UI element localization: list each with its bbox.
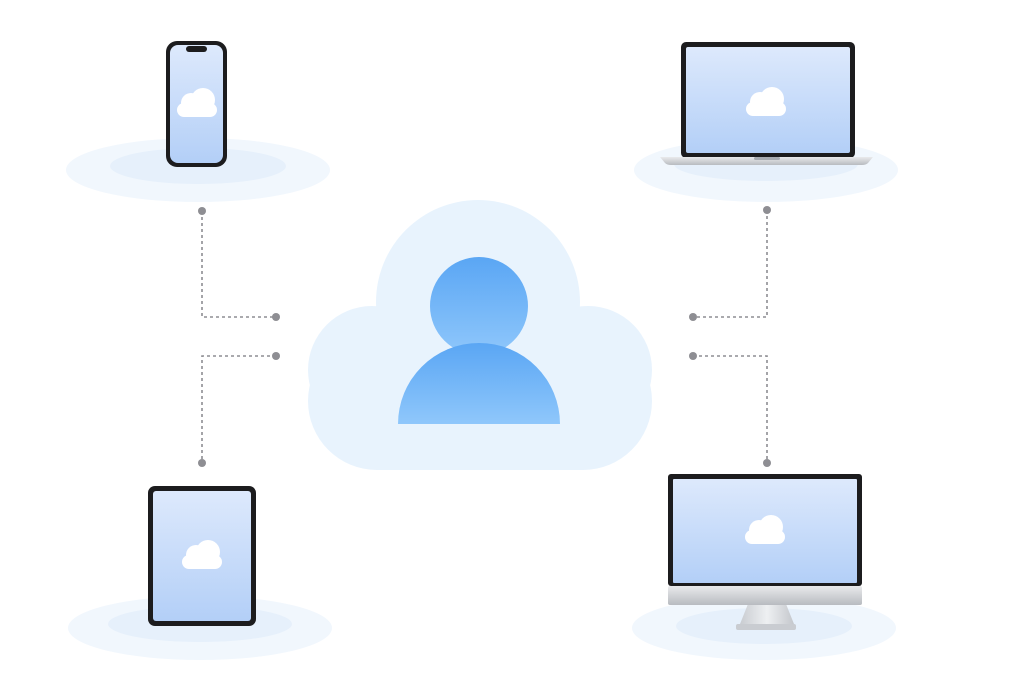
connector-laptop xyxy=(689,206,771,321)
connector-phone xyxy=(198,207,280,321)
laptop-device xyxy=(660,42,873,165)
user-icon xyxy=(398,257,560,424)
phone-device xyxy=(166,41,227,167)
tablet-device xyxy=(148,486,256,626)
desktop-monitor-device xyxy=(668,474,862,630)
connector-desktop xyxy=(689,352,771,467)
connector-tablet xyxy=(198,352,280,467)
